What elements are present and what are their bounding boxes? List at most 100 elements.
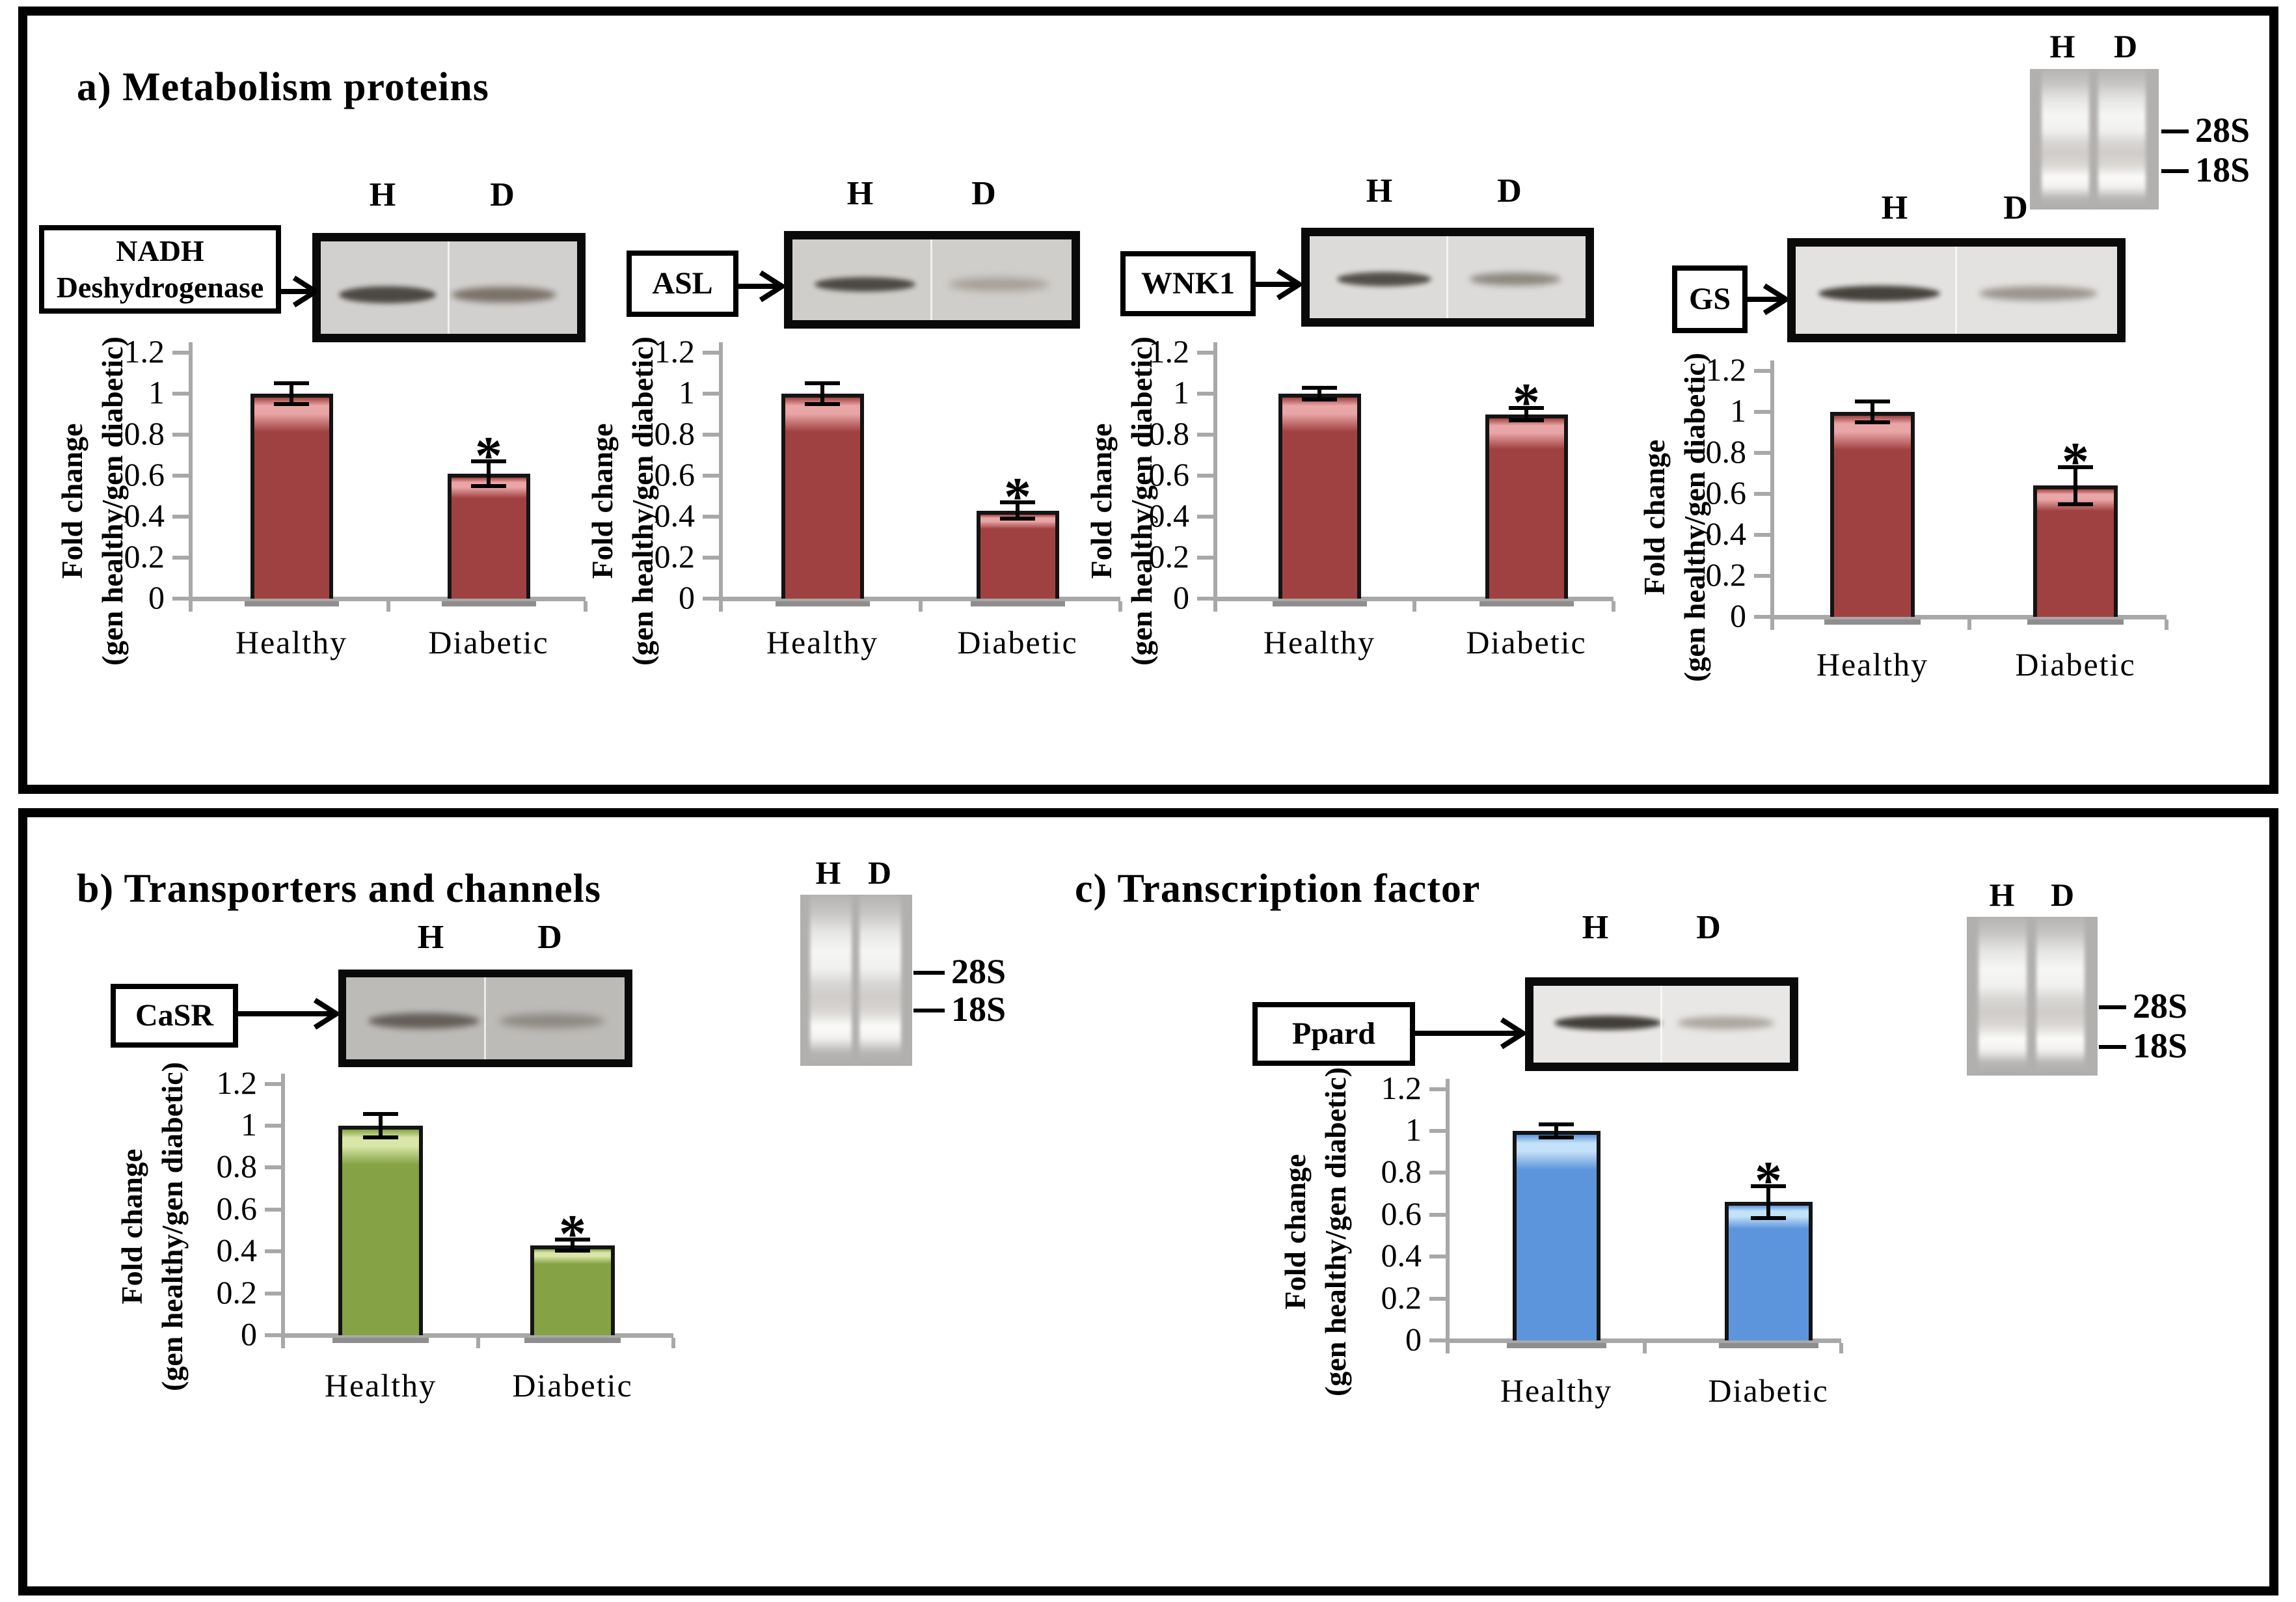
category-label-diabetic: Diabetic [1466,624,1587,660]
error-bar-cap-bottom [2058,502,2093,506]
y-axis-tick-label: 0.4 [216,1232,258,1269]
lane-label-d: D [2050,876,2075,913]
y-axis-tick-label: 0.8 [1381,1153,1422,1190]
panel-a-title: a) Metabolism proteins [77,65,489,110]
gel-band-healthy [1554,1015,1662,1030]
y-axis-tick-label: 0.2 [216,1273,258,1310]
gel-band-diabetic [949,278,1049,292]
gene-label-box-wnk1: WNK1 [1120,251,1256,316]
y-axis-line [189,342,193,612]
gel-lane-divider [1446,236,1448,318]
significance-asterisk: * [1004,466,1031,527]
y-axis-tick-label: 0 [1405,1321,1422,1357]
category-label-healthy: Healthy [766,624,879,660]
y-axis-tick-label: 0.8 [1148,415,1190,452]
significance-asterisk: * [1755,1150,1782,1212]
bar-pedestal [775,601,870,606]
error-bar-line [1871,401,1874,422]
gel-lane-divider [1954,247,1957,334]
pcr-gel-wnk1 [1301,228,1594,327]
y-axis-tick [703,556,719,560]
y-axis-tick [172,597,189,601]
gel-lane-divider [483,977,486,1059]
error-bar-cap-bottom [274,401,309,406]
x-axis-stub [2165,619,2168,630]
y-axis-tick [1197,556,1213,560]
bar-diabetic [447,473,530,599]
significance-asterisk: * [1513,372,1540,433]
y-axis-tick [172,474,189,478]
error-bar-line [1766,1186,1770,1218]
pcr-gel-gs [1787,238,2126,342]
lane-label-h: H [846,175,874,212]
error-bar-line [1554,1124,1558,1137]
lane-label-h: H [2049,28,2075,64]
x-axis-line [281,1333,673,1338]
y-axis-tick-label: 1.2 [654,333,696,370]
bar-diabetic [1485,414,1568,599]
error-bar-line [487,461,491,486]
pcr-gel-ppard [1525,977,1798,1071]
y-axis-tick-label: 1.2 [1148,333,1190,370]
y-axis-tick [1429,1129,1446,1133]
error-bar-cap-top [363,1112,398,1117]
error-bar-cap-top [2058,465,2093,470]
category-label-diabetic: Diabetic [1708,1372,1829,1409]
gel-band-healthy [1818,286,1941,302]
gel-band-diabetic [499,1013,606,1028]
y-axis-tick-label: 0.4 [1705,515,1747,552]
x-axis-stub [1213,601,1217,612]
x-axis-stub [1770,619,1774,630]
y-axis-tick [703,351,719,355]
gene-label-box-ppard: Ppard [1252,1002,1415,1066]
lane-label-h: H [1881,189,1908,226]
gel-band-healthy [368,1012,480,1029]
y-axis-tick-label: 1.2 [124,333,165,370]
y-axis-tick [1429,1212,1446,1217]
x-axis-stub [476,1338,480,1348]
lane-label-d: D [490,176,515,213]
error-bar-line [820,383,824,404]
x-axis-stub [719,601,723,612]
x-axis-stub [1118,601,1122,612]
bar-healthy [1830,412,1915,617]
y-axis-tick-label: 0.6 [216,1189,258,1227]
y-axis-tick-label: 0.2 [1148,538,1190,575]
y-axis-tick-label: 0 [148,579,165,616]
y-axis-tick [703,597,719,601]
y-axis-tick-label: 1 [1173,374,1189,411]
y-axis-tick-label: 1 [1730,392,1746,429]
rrna-marker-18s-line [913,1009,945,1012]
pcr-gel-nadh-deshydrogenase [312,233,586,342]
error-bar-cap-top [805,381,840,386]
gel-band-diabetic [1979,286,2098,301]
gene-label-box-nadh-deshydrogenase: NADH Deshydrogenase [39,225,281,314]
error-bar-cap-top [1000,500,1035,504]
rrna-marker-18s-label: 18S [2133,1026,2188,1065]
gel-band-diabetic [451,287,557,303]
y-axis-tick-label: 0.6 [1705,474,1747,511]
gel-lane-divider [448,241,450,334]
bar-diabetic [1724,1202,1813,1340]
y-axis-tick-label: 1.2 [1381,1069,1422,1106]
y-axis-tick-label: 0.8 [654,415,696,452]
bar-healthy [781,394,864,599]
lane-label-d: D [867,854,892,891]
y-axis-tick [265,1124,281,1128]
lane-label-h: H [417,919,444,956]
y-axis-tick-label: 1 [1405,1111,1422,1148]
error-bar-cap-top [555,1238,590,1242]
significance-asterisk: * [559,1204,586,1265]
y-axis-tick [703,515,719,519]
error-bar-cap-top [274,381,309,386]
x-axis-stub [1612,601,1615,612]
category-label-healthy: Healthy [1500,1372,1613,1409]
y-axis-tick [1754,451,1770,455]
panel-c-title: c) Transcription factor [1075,867,1481,912]
arrow-right-icon [281,275,321,308]
y-axis-line [719,342,723,612]
y-axis-tick [172,515,189,519]
error-bar-cap-top [1302,385,1337,390]
error-bar-line [2073,467,2077,504]
